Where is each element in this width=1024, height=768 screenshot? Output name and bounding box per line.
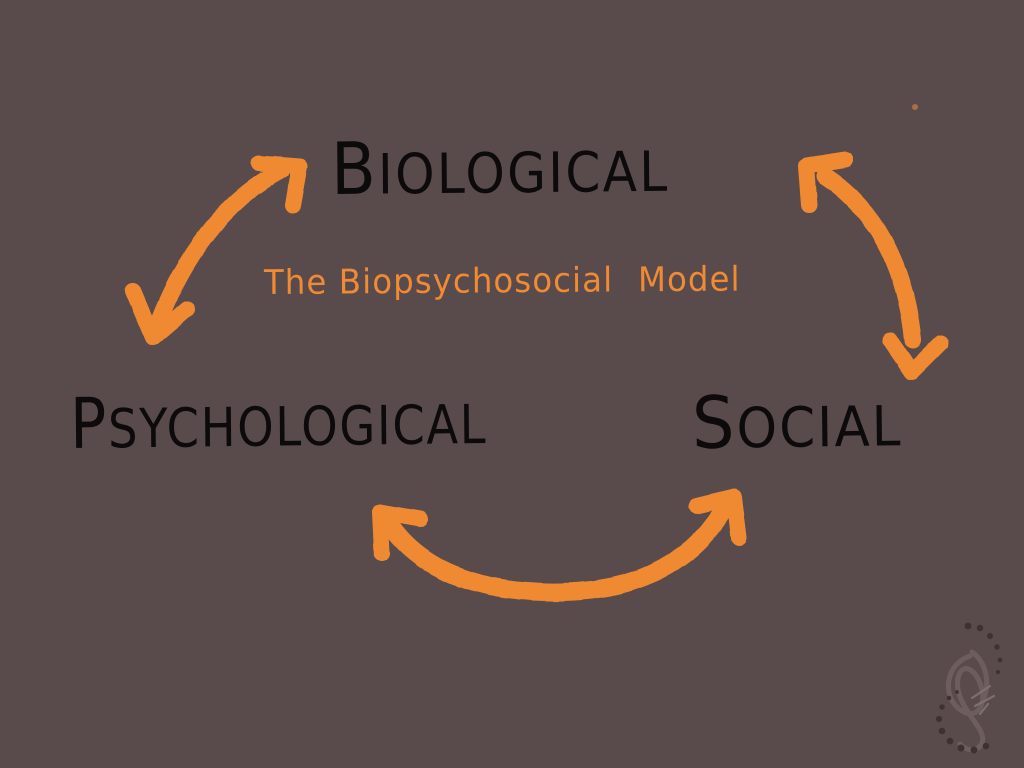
infinity-logo-watermark-icon (935, 622, 1003, 754)
subtitle-part-one: The Biopsychosocial (263, 260, 614, 303)
cap-rest: IOLOGICAL (377, 140, 670, 208)
node-label-biological: BIOLOGICAL (331, 127, 670, 211)
cap-initial: B (330, 126, 379, 211)
connector-psychological-social (372, 489, 747, 602)
subtitle-part-two: Model (637, 259, 741, 301)
cap-rest: SYCHOLOGICAL (107, 392, 488, 461)
node-label-social: SOCIAL (692, 380, 903, 465)
subtitle: The Biopsychosocial Model (263, 259, 741, 303)
cap-initial: S (691, 380, 737, 465)
cap-initial: P (69, 382, 109, 465)
orange-dot-icon (912, 104, 918, 110)
cap-rest: OCIAL (736, 395, 903, 462)
connector-biological-social (798, 152, 949, 380)
connector-biological-psychological (125, 155, 308, 346)
subtitle-gap (613, 260, 638, 300)
node-label-psychological: PSYCHOLOGICAL (70, 383, 488, 465)
